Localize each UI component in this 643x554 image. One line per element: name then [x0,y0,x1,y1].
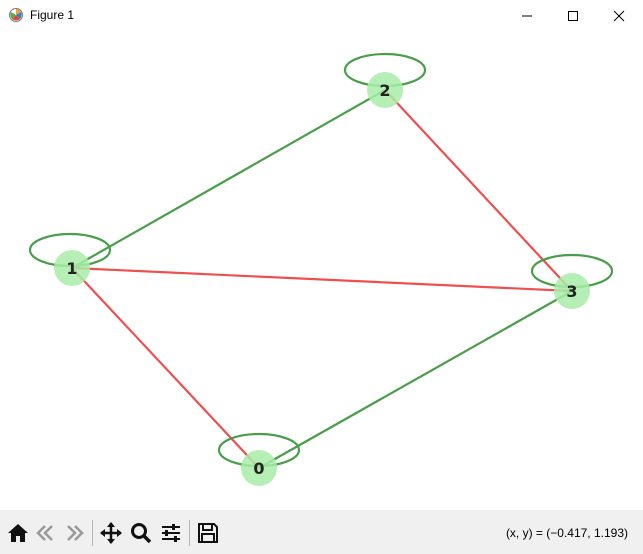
edge-0-3 [258,290,573,469]
save-button[interactable] [196,521,220,545]
node-3 [554,273,590,309]
maximize-icon [568,11,578,21]
navigation-toolbar: (x, y) = (−0.417, 1.193) [0,510,643,554]
zoom-icon [131,523,152,544]
pan-icon [100,522,122,544]
edge-1-0 [71,267,260,469]
close-icon [613,10,625,22]
node-label-2: 2 [379,81,390,100]
figure-canvas[interactable]: 0 1 2 3 [0,31,643,510]
node-label-1: 1 [66,259,77,278]
forward-button[interactable] [62,521,86,545]
home-button[interactable] [6,521,30,545]
configure-subplots-icon [162,524,180,542]
edge-1-3 [71,266,573,293]
maximize-button[interactable] [550,0,596,31]
home-icon [8,524,28,542]
minimize-button[interactable] [504,0,550,31]
forward-icon [67,525,84,541]
close-button[interactable] [596,0,642,31]
edge-2-3 [384,89,573,292]
toolbar-separator [189,520,190,546]
title-bar: Figure 1 [0,0,643,31]
zoom-button[interactable] [129,521,153,545]
network-graph: 0 1 2 3 [28,52,614,486]
node-2 [367,72,403,108]
edge-1-2 [71,89,386,269]
configure-subplots-button[interactable] [159,521,183,545]
pan-button[interactable] [99,521,123,545]
toolbar-separator [92,520,93,546]
back-button[interactable] [34,521,58,545]
node-1 [54,250,90,286]
matplotlib-logo-icon [9,8,23,22]
back-icon [36,525,53,541]
minimize-icon [522,15,532,17]
cursor-coordinates: (x, y) = (−0.417, 1.193) [505,526,628,540]
node-label-3: 3 [566,282,577,301]
node-label-0: 0 [253,459,264,478]
save-icon [198,523,218,543]
window-title: Figure 1 [30,8,75,22]
node-0 [241,450,277,486]
